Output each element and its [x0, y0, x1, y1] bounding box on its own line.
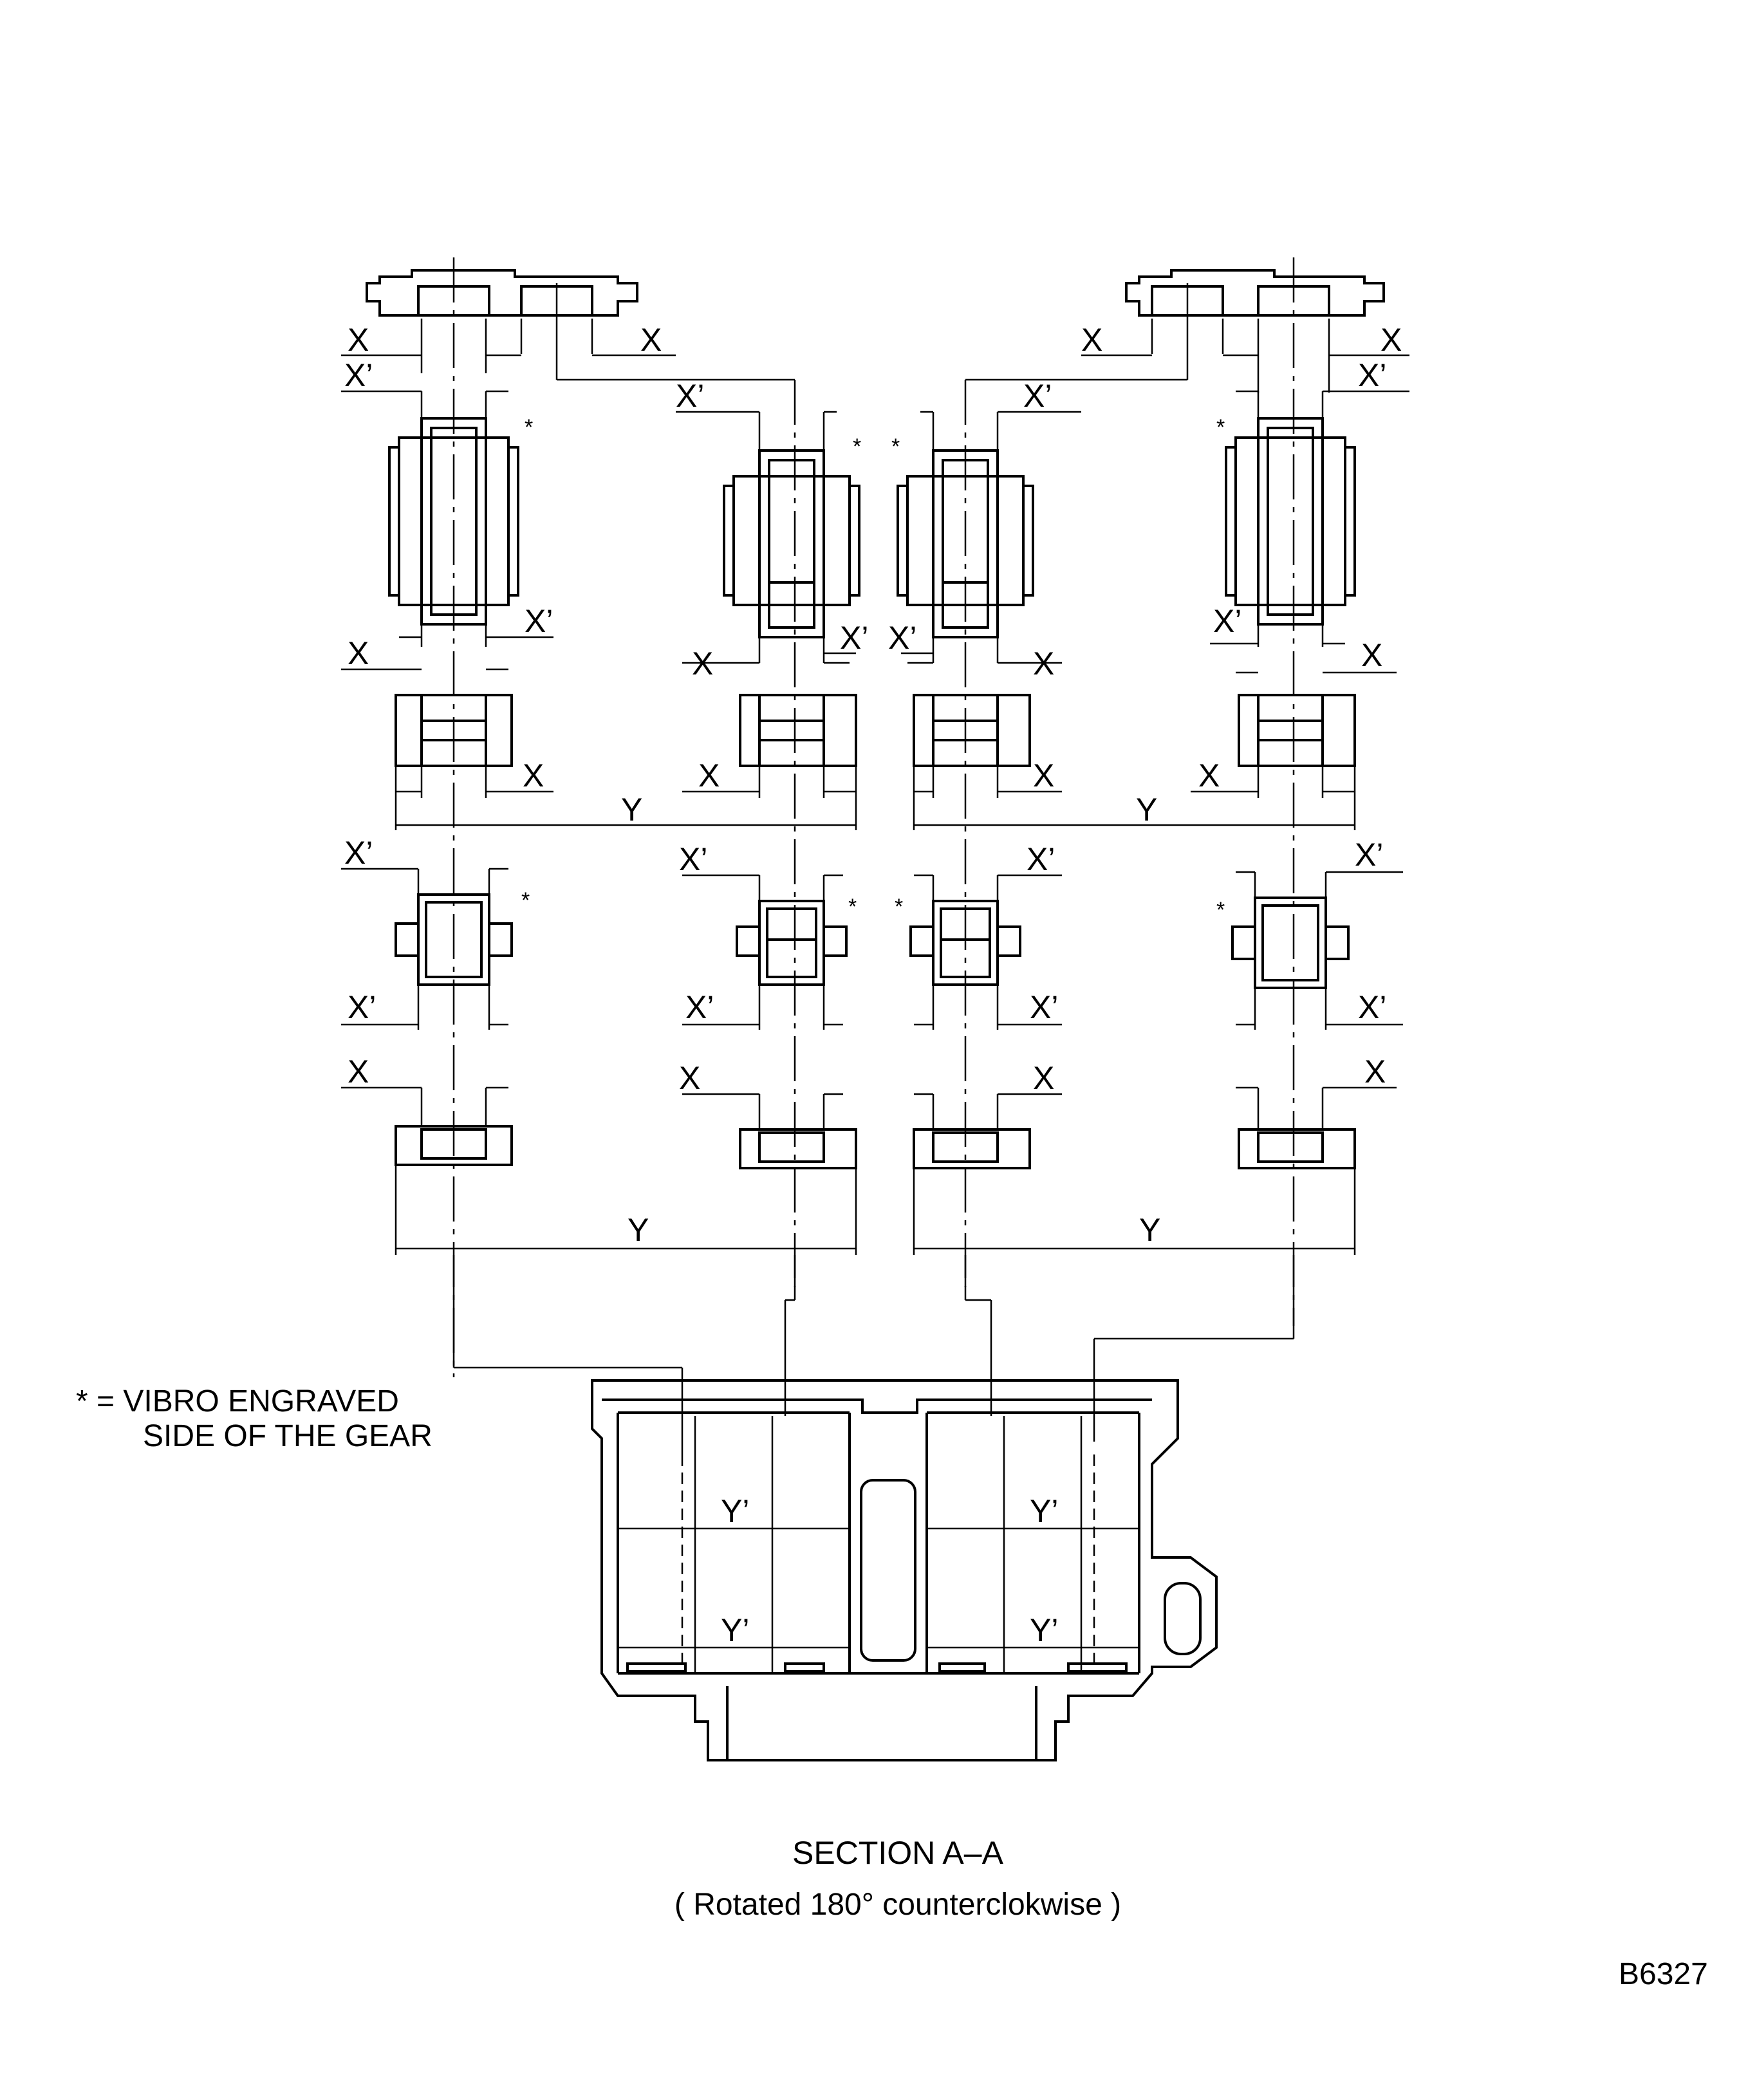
gear-large-2 — [723, 449, 860, 638]
dim-y-r5-2: Y — [1139, 1212, 1160, 1248]
dim-x-r1-3: X — [1081, 322, 1102, 358]
dim-xp-r1-4: X’ — [1358, 357, 1386, 393]
section-title: SECTION A–A — [792, 1835, 1003, 1871]
dim-x-r5-4: X — [1364, 1054, 1386, 1090]
dim-x-r3-2: X — [692, 646, 713, 682]
dim-x-r1-4: X — [1380, 322, 1402, 358]
dim-y-r5-1: Y — [628, 1212, 649, 1248]
dim-xp-r4b-3: X’ — [1030, 989, 1058, 1025]
dim-x-r1-2: X — [640, 322, 662, 358]
star-mark-6: * — [848, 895, 857, 919]
dim-xp-r1-3: X’ — [1023, 378, 1052, 414]
dim-yp-1: Y’ — [721, 1493, 749, 1529]
dim-xp-r4b-4: X’ — [1358, 989, 1386, 1025]
dim-x-r5-1: X — [348, 1054, 369, 1090]
legend-line-1: * = VIBRO ENGRAVED — [76, 1384, 399, 1418]
dim-x-r3b-1: X — [523, 757, 544, 794]
top-carrier-right — [964, 257, 1385, 1326]
drawing-code: B6327 — [1619, 1957, 1708, 1991]
dim-xp-r4-1: X’ — [344, 835, 373, 871]
star-mark-2: * — [853, 434, 861, 459]
dim-y-r3-1: Y — [621, 792, 642, 828]
dim-x-r3-1: X — [348, 635, 369, 671]
dim-x-r3b-2: X — [698, 757, 720, 794]
gear-large-3 — [897, 449, 1034, 638]
star-mark-4: * — [1216, 415, 1225, 440]
dim-x-r1-1: X — [348, 322, 369, 358]
dim-x-r3b-3: X — [1033, 757, 1054, 794]
dim-xp-r2-2: X’ — [840, 620, 868, 656]
dim-x-r5-3: X — [1033, 1060, 1054, 1096]
dim-xp-r2-3: X’ — [888, 620, 916, 656]
legend-line-2: SIDE OF THE GEAR — [143, 1419, 432, 1453]
hub-row3 — [395, 694, 1356, 767]
gear-casing — [591, 1379, 1218, 1761]
gear-large-4 — [1225, 417, 1356, 626]
star-mark-8: * — [1216, 898, 1225, 922]
hub-row5 — [395, 1125, 1356, 1169]
star-mark-3: * — [891, 434, 900, 459]
dim-xp-r4-2: X’ — [679, 841, 707, 877]
dim-yp-2: Y’ — [1030, 1493, 1058, 1529]
dim-x-r5-2: X — [679, 1060, 700, 1096]
dimension-labels: X X X X X’ X’ X’ X’ X’ X’ X’ X’ X X X X … — [344, 322, 1402, 1648]
shaft-connectors — [452, 1255, 1295, 1454]
dim-xp-r4b-2: X’ — [685, 989, 714, 1025]
star-mark-7: * — [895, 895, 903, 919]
section-subtitle: ( Rotated 180° counterclokwise ) — [674, 1888, 1122, 1922]
dim-xp-r1-2: X’ — [676, 378, 704, 414]
star-mark-5: * — [521, 888, 530, 913]
star-mark-1: * — [525, 415, 533, 440]
dim-x-r3b-4: X — [1198, 757, 1220, 794]
gear-large-1 — [388, 417, 519, 626]
top-carrier-left — [366, 257, 796, 1377]
dim-x-r3-3: X — [1033, 646, 1054, 682]
dimension-lines — [341, 319, 1409, 1255]
dim-xp-r4-4: X’ — [1355, 837, 1383, 873]
gear-small-row4 — [395, 893, 1350, 989]
dim-yp-3: Y’ — [721, 1612, 749, 1648]
dim-yp-4: Y’ — [1030, 1612, 1058, 1648]
dim-xp-r4-3: X’ — [1027, 841, 1055, 877]
dim-xp-r4b-1: X’ — [348, 989, 376, 1025]
dim-xp-r1-1: X’ — [344, 357, 373, 393]
dim-xp-r2-4: X’ — [1213, 603, 1241, 639]
dim-xp-r2-1: X’ — [525, 603, 553, 639]
dim-x-r3-4: X — [1361, 637, 1382, 673]
dim-y-r3-2: Y — [1136, 792, 1157, 828]
engraved-marks: * * * * * * * * — [521, 415, 1225, 922]
